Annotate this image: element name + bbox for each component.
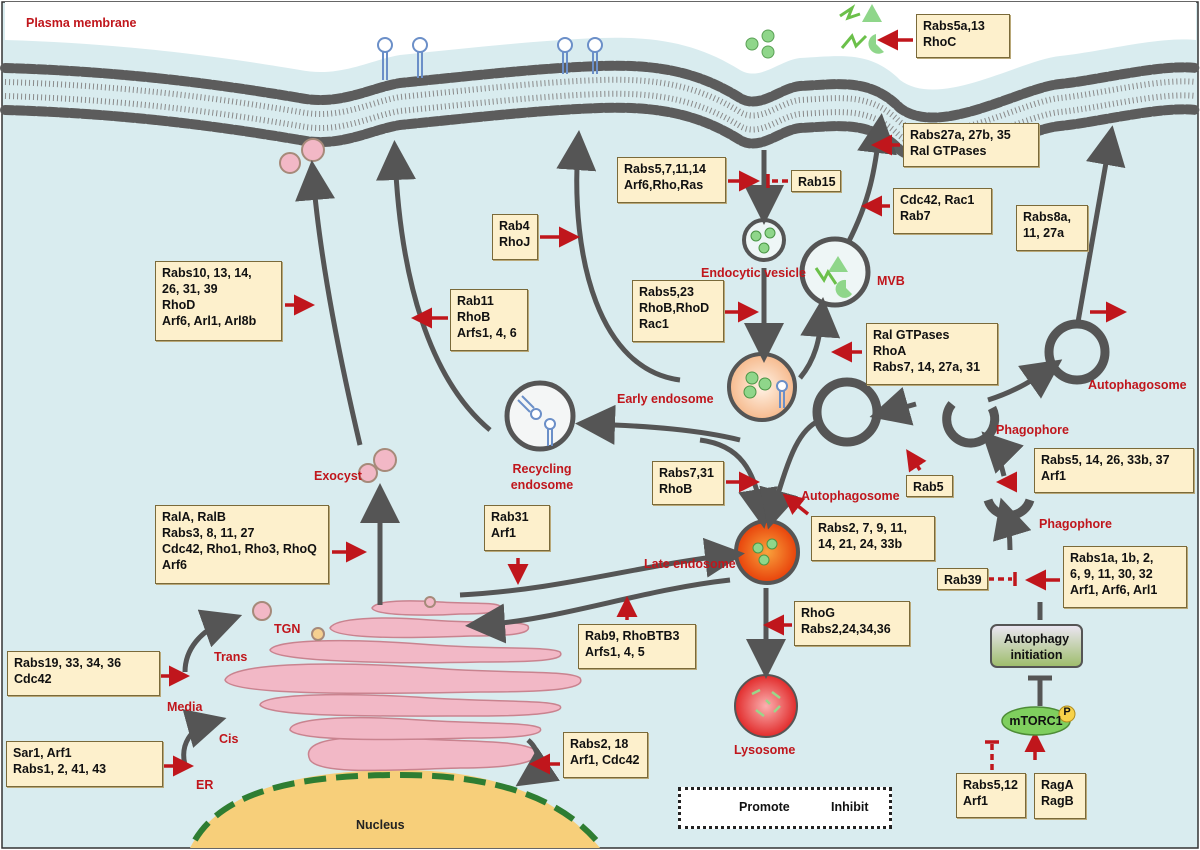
- box-rabs5-7-11-14: Rabs5,7,11,14 Arf6,Rho,Ras: [617, 157, 726, 203]
- autophagosome-left-label: Autophagosome: [801, 489, 900, 503]
- box-rala-ralb: RalA, RalB Rabs3, 8, 11, 27 Cdc42, Rho1,…: [155, 505, 329, 584]
- box-rab4: Rab4 RhoJ: [492, 214, 538, 260]
- box-rab5: Rab5: [906, 475, 953, 497]
- early-endosome-shape: [727, 352, 797, 422]
- autophagosome-right-label: Autophagosome: [1088, 378, 1187, 392]
- endocytic-vesicle-shape: [742, 218, 786, 262]
- recycling-endosome-label: Recycling endosome: [510, 462, 574, 492]
- lysosome-label: Lysosome: [734, 743, 796, 757]
- late-endosome-shape: [734, 519, 800, 585]
- box-rab11: Rab11 RhoB Arfs1, 4, 6: [450, 289, 528, 351]
- box-rab15: Rab15: [791, 170, 841, 192]
- box-cdc42-rac1: Cdc42, Rac1 Rab7: [893, 188, 992, 234]
- early-endosome-label: Early endosome: [617, 392, 714, 406]
- exocyst-label: Exocyst: [314, 469, 362, 483]
- endocytic-vesicle-label: Endocytic vesicle: [701, 266, 806, 280]
- inhibit-arrows: [766, 174, 1017, 770]
- phospho-shape: [1058, 705, 1076, 723]
- legend-promote-label: Promote: [739, 800, 790, 814]
- tgn-label: TGN: [274, 622, 301, 636]
- media-label: Media: [167, 700, 203, 714]
- cis-label: Cis: [219, 732, 239, 746]
- mvb-shape: [799, 236, 871, 308]
- box-rabs2-18: Rabs2, 18 Arf1, Cdc42: [563, 732, 648, 778]
- box-rab31-arf1: Rab31 Arf1: [484, 505, 550, 551]
- trans-label: Trans: [214, 650, 248, 664]
- nucleus-label: Nucleus: [356, 818, 405, 832]
- box-rab39: Rab39: [937, 568, 988, 590]
- mtorc1-label: mTORC1: [1009, 714, 1063, 728]
- plasma-membrane: [0, 2, 1200, 165]
- phagophore-upper-shape: [942, 401, 1000, 448]
- er-label: ER: [196, 778, 214, 792]
- box-rab9: Rab9, RhoBTB3 Arfs1, 4, 5: [578, 624, 696, 669]
- box-rabs8a: Rabs8a, 11, 27a: [1016, 205, 1088, 251]
- lysosome-shape: [734, 674, 798, 738]
- autophagy-initiation-label: Autophagy initiation: [1003, 632, 1070, 662]
- legend-inhibit-label: Inhibit: [831, 800, 869, 814]
- box-rabs19: Rabs19, 33, 34, 36 Cdc42: [7, 651, 160, 696]
- box-rabs5a-13: Rabs5a,13 RhoC: [916, 14, 1010, 58]
- promote-arrows: [160, 29, 1127, 777]
- mvb-label: MVB: [877, 274, 905, 288]
- box-rabs27a-35: Rabs27a, 27b, 35 Ral GTPases: [903, 123, 1039, 167]
- box-rabs5-14-26: Rabs5, 14, 26, 33b, 37 Arf1: [1034, 448, 1194, 493]
- box-rabs1a: Rabs1a, 1b, 2, 6, 9, 11, 30, 32 Arf1, Ar…: [1063, 546, 1187, 608]
- box-raga: RagA RagB: [1034, 773, 1086, 819]
- phagophore-lower-label: Phagophore: [1039, 517, 1112, 531]
- box-ral-gtpases: Ral GTPases RhoA Rabs7, 14, 27a, 31: [866, 323, 998, 385]
- late-endosome-label: Late endosome: [644, 557, 736, 571]
- plasma-membrane-label: Plasma membrane: [26, 16, 137, 30]
- mtorc1-inhibition: [1028, 602, 1052, 706]
- box-rhog: RhoG Rabs2,24,34,36: [794, 601, 910, 646]
- legend: Promote Inhibit: [678, 787, 892, 829]
- phagophore-upper-label: Phagophore: [996, 423, 1069, 437]
- box-rabs7-31: Rabs7,31 RhoB: [652, 461, 724, 505]
- box-sar1: Sar1, Arf1 Rabs1, 2, 41, 43: [6, 741, 163, 787]
- recycling-endosome-shape: [504, 380, 576, 452]
- box-rabs10: Rabs10, 13, 14, 26, 31, 39 RhoD Arf6, Ar…: [155, 261, 282, 341]
- box-rabs5-12: Rabs5,12 Arf1: [956, 773, 1026, 818]
- box-rabs2-7-9: Rabs2, 7, 9, 11, 14, 21, 24, 33b: [811, 516, 935, 561]
- box-rabs5-23: Rabs5,23 RhoB,RhoD Rac1: [632, 280, 724, 342]
- nuclear-envelope: [192, 771, 599, 843]
- nucleus-shape: [190, 770, 600, 848]
- autophagy-initiation-shape: [990, 624, 1083, 668]
- phospho-label: P: [1063, 706, 1071, 718]
- autophagosome-right-shape: [1044, 319, 1110, 385]
